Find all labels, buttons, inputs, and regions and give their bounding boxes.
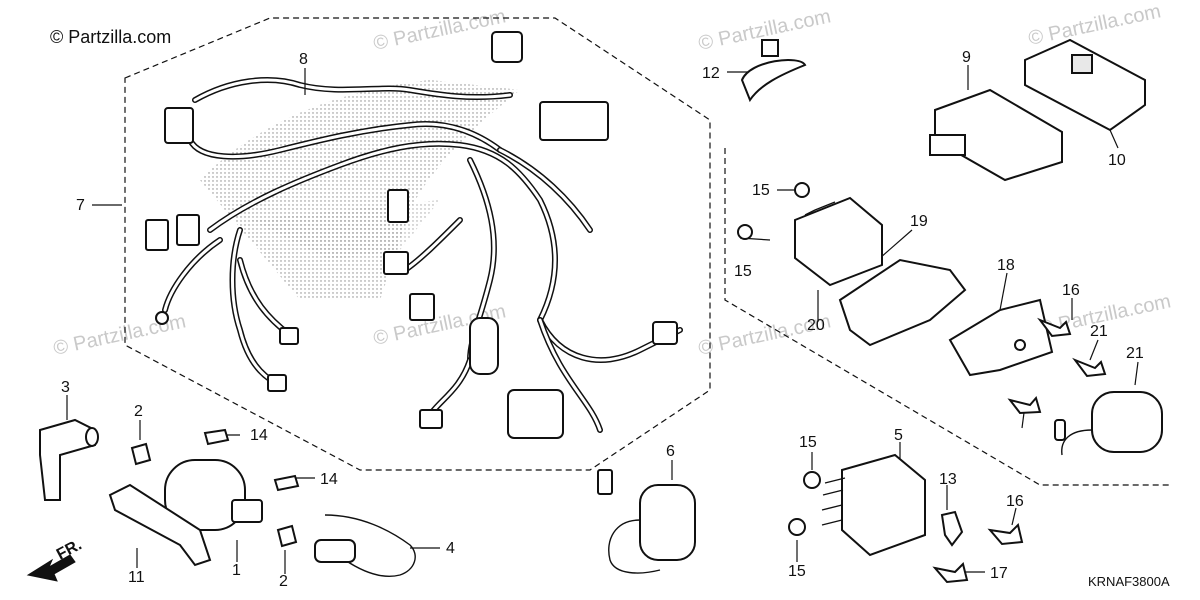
callout-15: 15 — [734, 263, 752, 280]
part-3-plug-cap — [39, 418, 99, 501]
part-6-filter — [597, 469, 696, 574]
part-1-coil — [164, 459, 263, 531]
callout-19: 20 — [807, 317, 825, 334]
part-16-bolt — [932, 562, 969, 584]
callout-2: 2 — [134, 403, 143, 420]
callout-1: 1 — [232, 562, 241, 579]
callout-5: 5 — [894, 427, 903, 444]
diagram-code: KRNAF3800A — [1088, 574, 1170, 589]
part-10-cover — [1024, 38, 1146, 132]
part-21-bolt — [1072, 357, 1107, 378]
part-9-module — [929, 88, 1063, 182]
callout-16: 16 — [1006, 493, 1024, 510]
part-5-regulator — [821, 453, 926, 557]
callout-16: 17 — [990, 565, 1008, 582]
callout-6: 6 — [666, 443, 675, 460]
callout-9: 9 — [962, 49, 971, 66]
bracket-frame — [724, 148, 1170, 486]
callout-13: 13 — [939, 471, 957, 488]
callout-7: 7 — [76, 197, 85, 214]
callout-14: 14 — [250, 427, 268, 444]
part-15-nut — [737, 224, 753, 240]
part-17-bracket — [838, 258, 1054, 377]
part-2-nut — [130, 442, 152, 466]
part-21-bolt — [1007, 395, 1042, 415]
callout-15: 15 — [799, 434, 817, 451]
part-14-bolt — [273, 474, 300, 492]
callout-21: 21 — [1090, 323, 1108, 340]
callout-17: 18 — [997, 257, 1015, 274]
callout-12: 12 — [702, 65, 720, 82]
callout-14: 14 — [320, 471, 338, 488]
part-12-clip — [761, 39, 779, 57]
callout-15: 15 — [752, 182, 770, 199]
callout-11: 11 — [128, 569, 145, 586]
harness-connectors — [145, 31, 678, 439]
part-16-bolt — [987, 523, 1024, 546]
callout-10: 10 — [1108, 152, 1126, 169]
part-16-bolt — [1037, 317, 1072, 338]
part-15-nut — [788, 518, 806, 536]
callout-20: 21 — [1126, 345, 1144, 362]
callout-8: 8 — [299, 51, 308, 68]
part-2-nut — [276, 524, 298, 548]
callout-4: 4 — [446, 540, 455, 557]
part-18-regulator — [794, 196, 883, 287]
part-12-band — [740, 59, 807, 103]
part-20-condenser — [1054, 391, 1163, 456]
part-13-ground — [940, 510, 964, 547]
callout-16: 16 — [1062, 282, 1080, 299]
callout-3: 3 — [61, 379, 70, 396]
part-4-lead — [314, 514, 416, 577]
callout-15: 15 — [788, 563, 806, 580]
front-label: FR. — [54, 536, 85, 563]
front-direction-arrow: FR. — [26, 536, 85, 582]
callout-2: 2 — [279, 573, 288, 590]
part-11-bracket — [108, 483, 212, 567]
harness-frame — [124, 17, 711, 471]
part-14-bolt — [203, 428, 230, 446]
copyright-label: © Partzilla.com — [50, 27, 171, 47]
honda-logo-shading — [200, 80, 520, 300]
part-15-nut — [803, 471, 821, 489]
watermark: © Partzilla.com — [1026, 0, 1162, 50]
callout-labels: 1 2 2 3 4 5 6 7 8 9 10 11 12 13 14 14 15… — [61, 49, 1144, 590]
callout-18: 19 — [910, 213, 928, 230]
part-15-nut — [794, 182, 810, 198]
watermark: © Partzilla.com — [371, 5, 507, 55]
